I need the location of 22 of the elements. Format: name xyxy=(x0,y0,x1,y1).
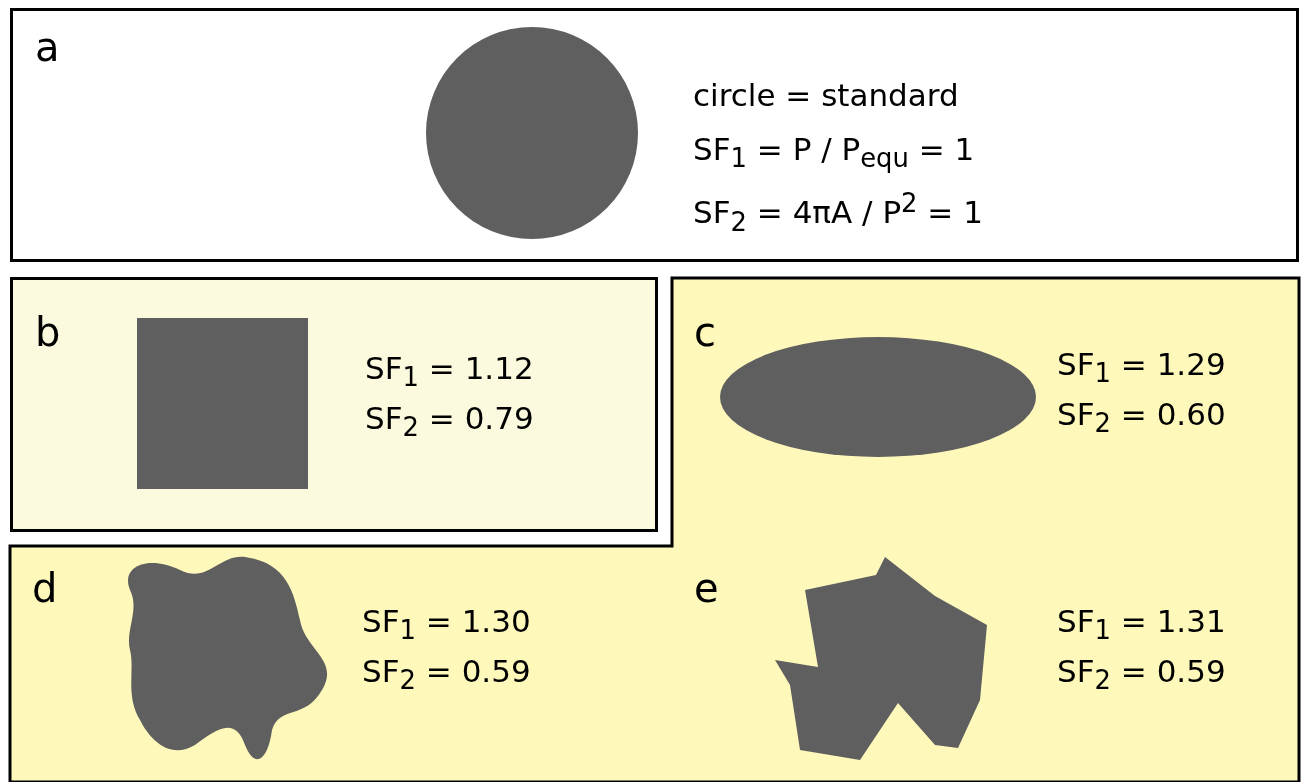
formula-text: SF$_{2}$ = 0.59 xyxy=(1057,652,1226,698)
formula-text: SF$_{1}$ = P / P$_{equ}$ = 1 xyxy=(693,130,975,176)
irregular-polygon xyxy=(775,557,987,760)
formula-text: SF$_{1}$ = 1.12 xyxy=(365,349,534,395)
panel-letter: b xyxy=(35,310,61,354)
panel-letter: e xyxy=(694,566,719,610)
panel-letter: c xyxy=(694,310,716,354)
formula-text: SF$_{2}$ = 4πA / P$^{2}$ = 1 xyxy=(693,187,983,239)
formula-text: SF$_{2}$ = 0.59 xyxy=(362,652,531,698)
filled-square xyxy=(137,318,308,489)
panel xyxy=(10,8,1299,262)
formula-text: SF$_{2}$ = 0.60 xyxy=(1057,395,1226,441)
filled-circle xyxy=(426,27,638,239)
panel-letter: d xyxy=(32,566,58,610)
panel xyxy=(10,277,658,532)
formula-text: circle = standard xyxy=(693,76,959,115)
formula-text: SF$_{1}$ = 1.30 xyxy=(362,602,531,648)
filled-ellipse xyxy=(720,337,1036,457)
panel-letter: a xyxy=(35,25,60,69)
formula-text: SF$_{2}$ = 0.79 xyxy=(365,399,534,445)
formula-text: SF$_{1}$ = 1.29 xyxy=(1057,345,1226,391)
formula-text: SF$_{1}$ = 1.31 xyxy=(1057,602,1226,648)
